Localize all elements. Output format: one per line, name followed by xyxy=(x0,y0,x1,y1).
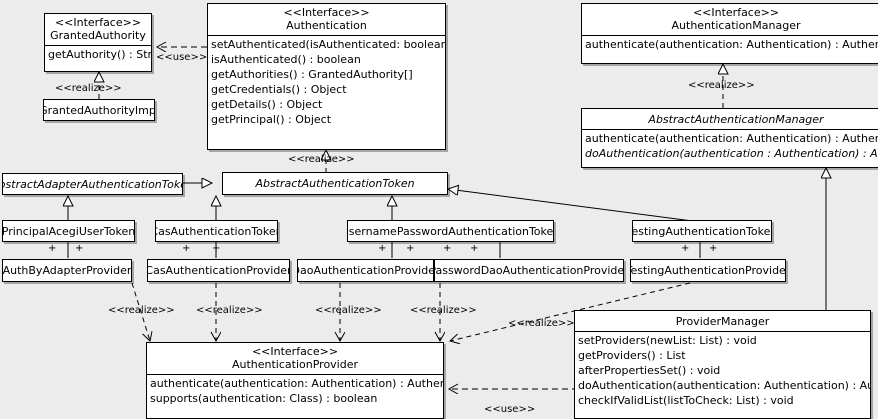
class-name: ProviderManager xyxy=(675,315,770,328)
class-name: PasswordDaoAuthenticationProvider xyxy=(434,264,624,277)
edge-label-realize-dao-provider: <<realize>> xyxy=(315,305,382,316)
class-abstract-authentication-token[interactable]: AbstractAuthenticationToken xyxy=(222,172,448,195)
stereotype-label: <<Interface>> xyxy=(692,6,780,19)
class-principal-acegi-user-token[interactable]: PrincipalAcegiUserToken xyxy=(2,220,135,242)
operations-compartment: setProviders(newList: List) : void getPr… xyxy=(575,332,870,409)
operations-compartment: authenticate(authentication: Authenticat… xyxy=(582,130,878,162)
class-dao-authentication-provider[interactable]: DaoAuthenticationProvider xyxy=(297,259,434,282)
edge-label-realize-abstract-authentication-token: <<realize>> xyxy=(288,154,355,165)
operation: authenticate(authentication: Authenticat… xyxy=(150,377,443,390)
operation: getCredentials() : Object xyxy=(211,83,347,96)
class-name: TestingAuthenticationProvider xyxy=(630,264,786,277)
class-username-password-authentication-token[interactable]: UsernamePasswordAuthenticationToken xyxy=(347,220,554,242)
compartment-divider xyxy=(147,374,443,375)
class-testing-authentication-provider[interactable]: TestingAuthenticationProvider xyxy=(630,259,786,282)
compartment-divider xyxy=(582,35,878,36)
operation: isAuthenticated() : boolean xyxy=(211,53,361,66)
class-header: ProviderManager xyxy=(575,311,870,331)
class-name: TestingAuthenticationToken xyxy=(632,224,772,238)
edge-label-realize-password-dao-provider: <<realize>> xyxy=(410,305,477,316)
class-cas-authentication-provider[interactable]: CasAuthenticationProvider xyxy=(147,259,290,282)
class-header: <<Interface>> AuthenticationManager xyxy=(582,4,878,35)
class-authentication-manager[interactable]: <<Interface>> AuthenticationManager auth… xyxy=(581,3,878,64)
class-abstract-adapter-authentication-token[interactable]: AbstractAdapterAuthenticationToken xyxy=(2,173,183,195)
class-name: CasAuthenticationToken xyxy=(155,224,278,238)
association-marker: + xyxy=(406,243,415,254)
class-name: AuthenticationProvider xyxy=(231,358,359,371)
operations-compartment: setAuthenticated(isAuthenticated: boolea… xyxy=(208,36,445,128)
operation: setProviders(newList: List) : void xyxy=(578,334,757,347)
operation: getAuthorities() : GrantedAuthority[] xyxy=(211,68,413,81)
class-provider-manager[interactable]: ProviderManager setProviders(newList: Li… xyxy=(574,310,871,419)
association-marker: + xyxy=(182,243,191,254)
association-marker: + xyxy=(378,243,387,254)
edge-label-realize-auth-by-adapter: <<realize>> xyxy=(108,305,175,316)
edge-label-use-provider-manager-authentication-provider: <<use>> xyxy=(484,404,536,415)
compartment-divider xyxy=(45,45,151,46)
edge-label-realize-cas-provider: <<realize>> xyxy=(196,305,263,316)
operation: doAuthentication(authentication : Authen… xyxy=(585,147,878,160)
operation: checkIfValidList(listToCheck: List) : vo… xyxy=(578,394,794,407)
edge-label-use-authentication-granted-authority: <<use>> xyxy=(156,52,208,63)
class-name: AuthenticationManager xyxy=(671,19,801,32)
operation: getProviders() : List xyxy=(578,349,686,362)
operation: setAuthenticated(isAuthenticated: boolea… xyxy=(211,38,445,51)
edge-label-realize-granted-authority-impl: <<realize>> xyxy=(55,83,122,94)
class-name: AbstractAuthenticationManager xyxy=(648,113,824,126)
class-authentication[interactable]: <<Interface>> Authentication setAuthenti… xyxy=(207,3,446,150)
operations-compartment: getAuthority() : String xyxy=(45,46,151,63)
class-name: GrantedAuthorityImpl xyxy=(43,103,155,117)
association-marker: + xyxy=(681,243,690,254)
class-name: CasAuthenticationProvider xyxy=(147,264,290,277)
edge-label-realize-testing-provider: <<realize>> xyxy=(508,318,575,329)
operation: getPrincipal() : Object xyxy=(211,113,332,126)
operation: authenticate(authentication: Authenticat… xyxy=(585,132,878,145)
class-name: AuthByAdapterProvider xyxy=(2,264,132,277)
stereotype-label: <<Interface>> xyxy=(54,16,142,29)
association-marker: + xyxy=(212,243,221,254)
association-marker: + xyxy=(75,243,84,254)
stereotype-label: <<Interface>> xyxy=(251,345,339,358)
compartment-divider xyxy=(208,35,445,36)
class-name: Authentication xyxy=(286,19,367,32)
operation: getDetails() : Object xyxy=(211,98,323,111)
class-name: AbstractAdapterAuthenticationToken xyxy=(3,177,182,191)
class-password-dao-authentication-provider[interactable]: PasswordDaoAuthenticationProvider xyxy=(434,259,624,282)
class-cas-authentication-token[interactable]: CasAuthenticationToken xyxy=(155,220,278,242)
operation: authenticate(authentication: Authenticat… xyxy=(585,38,878,51)
class-authentication-provider[interactable]: <<Interface>> AuthenticationProvider aut… xyxy=(146,342,444,419)
class-abstract-authentication-manager[interactable]: AbstractAuthenticationManager authentica… xyxy=(581,108,878,168)
class-header: <<Interface>> GrantedAuthority xyxy=(45,14,151,45)
operation: afterPropertiesSet() : void xyxy=(578,364,721,377)
stereotype-label: <<Interface>> xyxy=(283,6,370,19)
operation: supports(authentication: Class) : boolea… xyxy=(150,392,378,405)
class-name: GrantedAuthority xyxy=(50,29,146,42)
association-marker: + xyxy=(470,243,479,254)
operation: doAuthentication(authentication: Authent… xyxy=(578,379,870,392)
class-testing-authentication-token[interactable]: TestingAuthenticationToken xyxy=(632,220,772,242)
class-auth-by-adapter-provider[interactable]: AuthByAdapterProvider xyxy=(2,259,132,282)
class-granted-authority[interactable]: <<Interface>> GrantedAuthority getAuthor… xyxy=(44,13,152,72)
class-header: <<Interface>> Authentication xyxy=(208,4,445,35)
edge-label-realize-abstract-authentication-manager: <<realize>> xyxy=(688,80,755,91)
class-granted-authority-impl[interactable]: GrantedAuthorityImpl xyxy=(43,99,155,121)
compartment-divider xyxy=(575,331,870,332)
class-name: AbstractAuthenticationToken xyxy=(255,177,415,190)
operations-compartment: authenticate(authentication: Authenticat… xyxy=(582,36,878,53)
class-header: <<Interface>> AuthenticationProvider xyxy=(147,343,443,374)
association-marker: + xyxy=(443,243,452,254)
class-name: UsernamePasswordAuthenticationToken xyxy=(347,224,554,238)
class-name: DaoAuthenticationProvider xyxy=(297,264,434,277)
class-header: AbstractAuthenticationManager xyxy=(582,109,878,129)
operation: getAuthority() : String xyxy=(48,48,152,61)
association-marker: + xyxy=(48,243,57,254)
compartment-divider xyxy=(582,129,878,130)
class-name: PrincipalAcegiUserToken xyxy=(2,224,135,238)
operations-compartment: authenticate(authentication: Authenticat… xyxy=(147,375,443,407)
association-marker: + xyxy=(709,243,718,254)
